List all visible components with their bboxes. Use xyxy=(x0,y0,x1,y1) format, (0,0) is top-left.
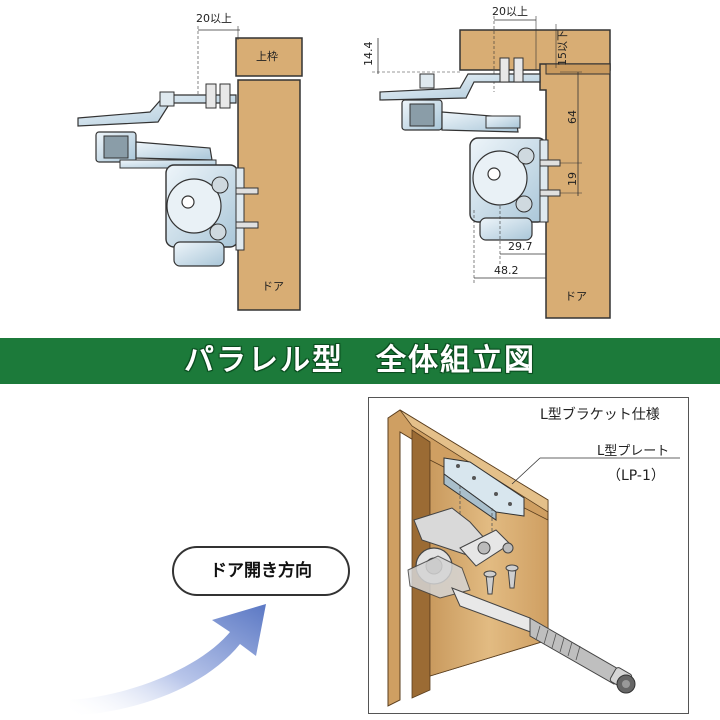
bracket-spec-box xyxy=(368,397,689,714)
left-top-frame xyxy=(235,37,303,77)
right-dim-14-4: 14.4 xyxy=(362,42,375,67)
l-plate-label: L型プレート xyxy=(597,444,670,459)
bracket-spec-title: L型ブラケット仕様 xyxy=(540,407,660,423)
right-dim-48-2: 48.2 xyxy=(494,264,519,277)
isometric-closer-illustration xyxy=(387,409,680,707)
right-door-label: ドア xyxy=(565,290,587,303)
right-drawing: ドア 20以上 15以下 14.4 xyxy=(362,5,611,319)
left-clearance-label: 20以上 xyxy=(196,12,232,25)
right-dim-19: 19 xyxy=(566,172,579,186)
l-plate-code: （LP-1） xyxy=(607,468,665,484)
left-frame-label: 上枠 xyxy=(256,49,278,63)
left-door-label: ドア xyxy=(262,280,284,293)
right-dim-29-7: 29.7 xyxy=(508,240,533,253)
left-door xyxy=(237,79,301,311)
door-direction-label: ドア開き方向 xyxy=(172,546,350,596)
left-top-bracket xyxy=(77,94,237,127)
left-drawing: 20以上 上枠 ドア xyxy=(77,12,303,311)
banner-title: パラレル型 全体組立図 xyxy=(184,343,536,378)
section-banner: パラレル型 全体組立図 xyxy=(0,338,720,384)
right-clearance-top: 20以上 xyxy=(492,5,528,18)
right-dim-64: 64 xyxy=(566,110,579,124)
door-open-direction-arrow xyxy=(70,604,266,716)
right-clearance-side: 15以下 xyxy=(556,30,569,66)
